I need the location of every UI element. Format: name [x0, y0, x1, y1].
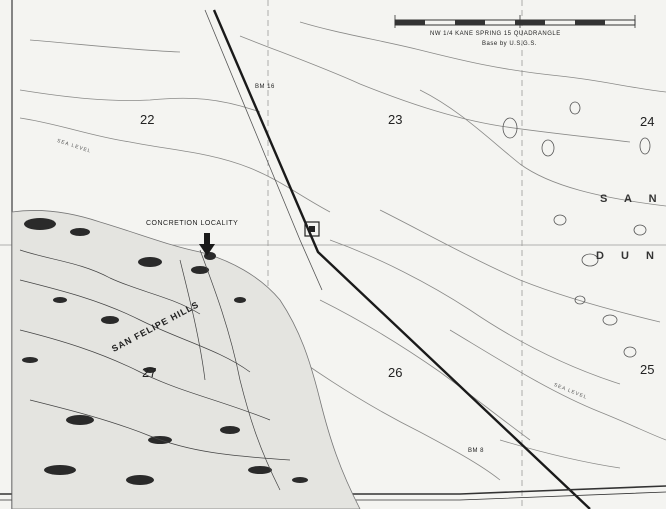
section-23-label: 23: [388, 112, 403, 127]
highway: [204, 9, 591, 509]
scale-bar: [394, 15, 636, 28]
section-27-label: 27: [142, 365, 157, 380]
hills-terrain: [11, 210, 361, 509]
square-marker: [304, 221, 320, 237]
bench-mark-16-label: BM 16: [255, 84, 275, 90]
sand-label: S A N D: [600, 193, 666, 205]
section-24-label: 24: [640, 114, 655, 129]
section-25-label: 25: [640, 362, 655, 377]
base-label: Base by U.S.G.S.: [482, 41, 538, 47]
dune-outlines: [502, 101, 651, 358]
section-22-label: 22: [140, 112, 155, 127]
dunes-label: D U N E S: [596, 250, 666, 262]
quadrangle-label: NW 1/4 KANE SPRING 15 QUADRANGLE: [430, 31, 561, 37]
concretion-arrow: [199, 233, 215, 256]
contour-lines: [19, 21, 666, 481]
concretion-locality-label: CONCRETION LOCALITY: [146, 220, 239, 227]
bench-mark-8-label: BM 8: [468, 448, 485, 454]
section-26-label: 26: [388, 365, 403, 380]
